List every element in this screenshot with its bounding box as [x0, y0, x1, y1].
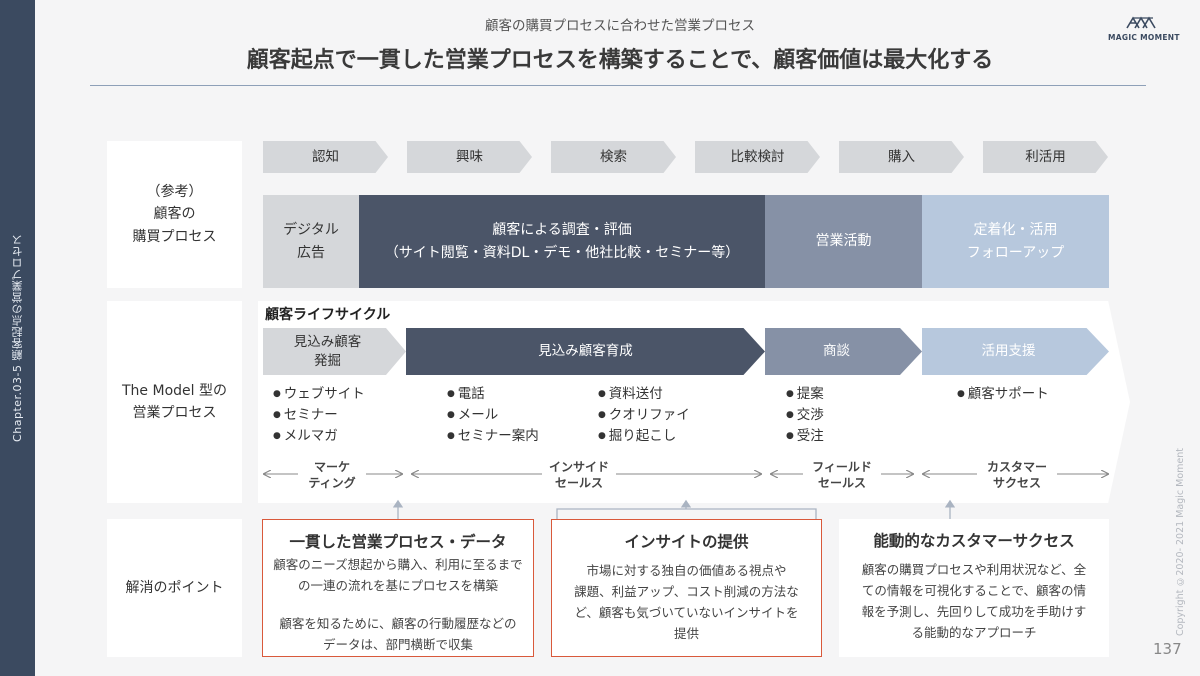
page-subtitle: 顧客の購買プロセスに合わせた営業プロセス — [485, 18, 755, 34]
copyright: Copyright ©2020- 2021 Magic Moment — [1174, 448, 1186, 637]
row2-label: The Model 型の営業プロセス — [122, 382, 227, 421]
stage-purchase: 購入 — [839, 141, 964, 173]
logo-icon — [1126, 16, 1156, 29]
list-item: 顧客サポート — [957, 384, 1049, 405]
row2-label-panel — [107, 301, 242, 503]
logo: MAGIC MOMENT — [1108, 14, 1180, 42]
phase-lead-generation: 見込み顧客発掘 — [263, 328, 406, 375]
point-insight: インサイトの提供 市場に対する独自の価値ある視点や 課題、利益アップ、コスト削減… — [551, 519, 822, 657]
role-customer-success: カスタマーサクセス — [977, 460, 1057, 492]
list-item: 受注 — [786, 426, 824, 447]
point-title: 一貫した営業プロセス・データ — [289, 533, 507, 551]
block-sales-activity: 営業活動 — [765, 195, 922, 288]
list-item: 資料送付 — [598, 384, 690, 405]
stage-search: 検索 — [551, 141, 676, 173]
phase-lead-nurturing: 見込み顧客育成 — [406, 328, 765, 375]
chapter-label: Chapter.03-5 顧客起点の営業プロセス — [10, 234, 24, 442]
phase-negotiation: 商談 — [765, 328, 922, 375]
connector-lines — [392, 499, 956, 519]
list-item: セミナー — [273, 405, 365, 426]
role-inside-sales: インサイドセールス — [542, 460, 616, 492]
point-title: インサイトの提供 — [624, 533, 749, 551]
point-consistent-process: 一貫した営業プロセス・データ 顧客のニーズ想起から購入、利用に至るまで の一連の… — [262, 519, 534, 657]
list-item: 提案 — [786, 384, 824, 405]
row1-label: （参考）顧客の購買プロセス — [132, 183, 217, 245]
list-item: クオリファイ — [598, 405, 690, 426]
bullets-negotiation: 提案 交渉 受注 — [786, 384, 824, 447]
list-item: メール — [447, 405, 539, 426]
copyright-wrap: Copyright ©2020- 2021 Magic Moment — [1170, 448, 1190, 637]
role-marketing: マーケティング — [298, 460, 366, 492]
stage-utilization: 利活用 — [983, 141, 1108, 173]
list-item: 掘り起こし — [598, 426, 690, 447]
stage-awareness: 認知 — [263, 141, 388, 173]
bullets-nurturing-1: 電話 メール セミナー案内 — [447, 384, 539, 447]
list-item: 交渉 — [786, 405, 824, 426]
bullets-lead-generation: ウェブサイト セミナー メルマガ — [273, 384, 365, 447]
block-digital-ads: デジタル広告 — [263, 195, 359, 288]
sidebar — [0, 0, 35, 676]
role-field-sales: フィールドセールス — [803, 460, 881, 492]
stage-interest: 興味 — [407, 141, 532, 173]
point-customer-success: 能動的なカスタマーサクセス 顧客の購買プロセスや利用状況など、全 ての情報を可視… — [839, 519, 1109, 657]
block-followup: 定着化・活用フォローアップ — [922, 195, 1109, 288]
lifecycle-title: 顧客ライフサイクル — [265, 307, 391, 323]
row1-label-panel — [107, 141, 242, 288]
title-divider — [90, 85, 1146, 86]
stage-comparison: 比較検討 — [695, 141, 820, 173]
list-item: メルマガ — [273, 426, 365, 447]
list-item: 電話 — [447, 384, 539, 405]
list-item: セミナー案内 — [447, 426, 539, 447]
row3-label-panel — [107, 519, 242, 657]
bullets-nurturing-2: 資料送付 クオリファイ 掘り起こし — [598, 384, 690, 447]
block-customer-research: 顧客による調査・評価（サイト閲覧・資料DL・デモ・他社比較・セミナー等） — [359, 195, 765, 288]
point-title: 能動的なカスタマーサクセス — [873, 532, 1075, 550]
logo-text: MAGIC MOMENT — [1108, 33, 1180, 42]
list-item: ウェブサイト — [273, 384, 365, 405]
phase-adoption-support: 活用支援 — [922, 328, 1109, 375]
row3-label: 解消のポイント — [125, 579, 224, 596]
page-number: 137 — [1153, 640, 1182, 658]
bullets-adoption: 顧客サポート — [957, 384, 1049, 405]
page-title: 顧客起点で一貫した営業プロセスを構築することで、顧客価値は最大化する — [246, 47, 994, 73]
